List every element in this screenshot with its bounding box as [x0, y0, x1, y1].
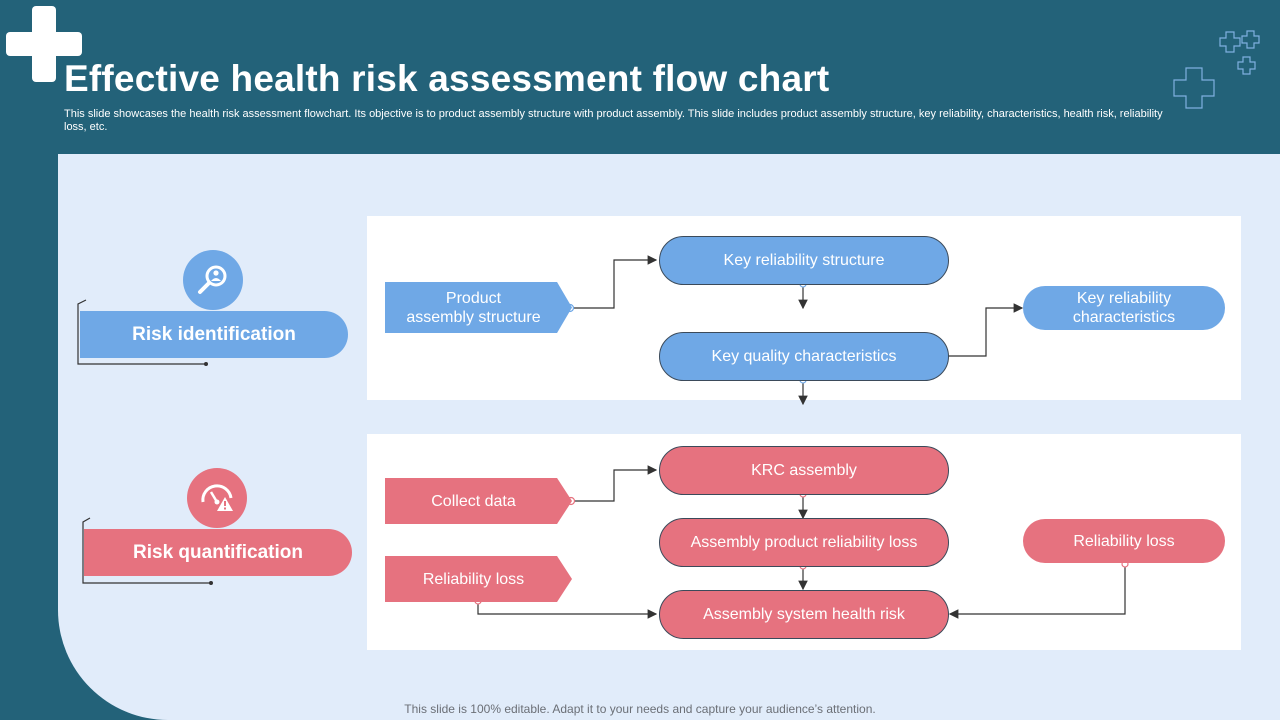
- node-key-reliability-characteristics: Key reliability characteristics: [1023, 286, 1225, 330]
- node-key-reliability-structure: Key reliability structure: [659, 236, 949, 285]
- risk-quantification-icon: [187, 468, 247, 528]
- footer-note: This slide is 100% editable. Adapt it to…: [404, 702, 876, 716]
- node-key-quality-characteristics: Key quality characteristics: [659, 332, 949, 381]
- node-krc-assembly: KRC assembly: [659, 446, 949, 495]
- node-assembly-product-reliability-loss: Assembly product reliability loss: [659, 518, 949, 567]
- page-title: Effective health risk assessment flow ch…: [64, 58, 830, 99]
- node-reliability-loss-left: Reliability loss: [385, 556, 572, 602]
- risk-identification-label: Risk identification: [80, 311, 348, 358]
- node-assembly-system-health-risk: Assembly system health risk: [659, 590, 949, 639]
- node-product-assembly-structure: Product assembly structure: [385, 282, 572, 333]
- node-collect-data: Collect data: [385, 478, 572, 524]
- risk-identification-icon: [183, 250, 243, 310]
- node-reliability-loss-right: Reliability loss: [1023, 519, 1225, 563]
- medical-cross-logo-icon: [6, 6, 82, 82]
- page-subtitle: This slide showcases the health risk ass…: [64, 108, 1163, 133]
- risk-quantification-label: Risk quantification: [84, 529, 352, 576]
- decorative-crosses-icon: [1173, 30, 1260, 109]
